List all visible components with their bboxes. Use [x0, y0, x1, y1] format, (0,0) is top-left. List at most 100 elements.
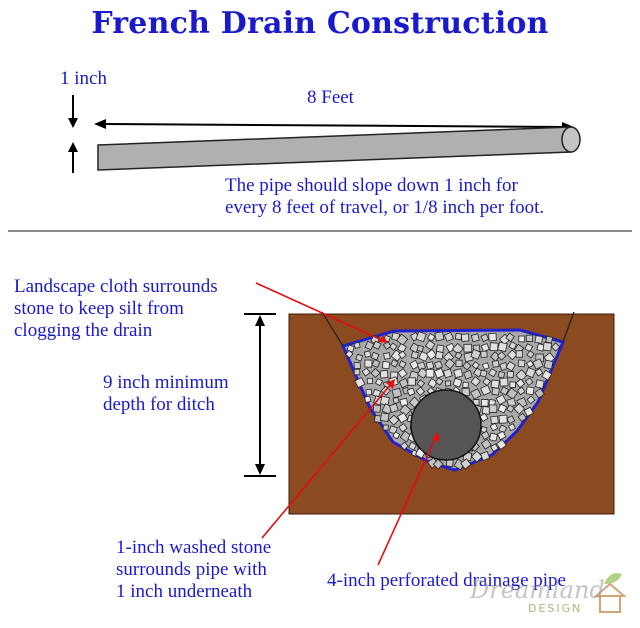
stone [490, 379, 500, 389]
stone [370, 367, 381, 379]
stone [383, 352, 391, 360]
stone [489, 342, 499, 352]
stone [508, 341, 518, 351]
stone [490, 443, 499, 453]
stone [551, 342, 561, 352]
stone [463, 343, 473, 353]
stone [515, 369, 528, 382]
stone [480, 333, 490, 343]
washed-label-line: 1 inch underneath [116, 581, 253, 602]
stone [541, 369, 553, 381]
stone [534, 335, 544, 344]
stone [470, 333, 480, 343]
stone [525, 386, 535, 396]
stone [498, 414, 508, 424]
watermark-sub: DESIGN [528, 602, 583, 615]
stone [491, 360, 500, 368]
slope-note: The pipe should slope down 1 inch for ev… [225, 175, 544, 219]
stone [505, 332, 515, 343]
stone [532, 358, 544, 370]
stone [397, 368, 408, 379]
stone [480, 398, 489, 407]
stone [495, 439, 507, 451]
stone [481, 362, 490, 370]
stone [517, 412, 527, 423]
eight-feet-label: 8 Feet [307, 87, 354, 108]
one-inch-arrows [68, 95, 78, 173]
stone [353, 341, 361, 349]
stone [507, 423, 516, 432]
stone [488, 332, 497, 342]
stone [542, 341, 553, 352]
stone [396, 333, 409, 346]
stone [408, 441, 417, 451]
stone [482, 377, 492, 387]
washed-label-line: 1-inch washed stone [116, 537, 272, 558]
stone [534, 388, 545, 399]
stone [524, 343, 534, 353]
stone [409, 359, 420, 370]
stone [471, 361, 480, 370]
stone [480, 384, 492, 396]
stone [400, 441, 409, 451]
stone [425, 348, 437, 361]
stone [479, 412, 489, 423]
stone [454, 351, 463, 360]
stone [470, 376, 481, 387]
stone [392, 396, 400, 404]
stone [499, 386, 510, 396]
stone [355, 353, 364, 362]
stone [371, 359, 381, 368]
stone [497, 403, 508, 414]
stone [496, 430, 507, 441]
stone [382, 424, 389, 431]
stone [505, 361, 516, 372]
stone [392, 431, 401, 440]
stone [490, 415, 499, 425]
slope-note-line: The pipe should slope down 1 inch for [225, 175, 518, 196]
stone [434, 377, 444, 386]
stone [517, 359, 526, 368]
stone [416, 379, 426, 388]
stone [452, 377, 463, 388]
stone [545, 335, 554, 344]
landscape-cloth-label: Landscape cloth surrounds stone to keep … [14, 276, 218, 342]
stone [407, 377, 416, 386]
stone [397, 350, 407, 360]
stone [388, 403, 399, 413]
stone [526, 350, 535, 359]
ditch-depth-label: 9 inch minimum depth for ditch [103, 372, 229, 416]
drainage-pipe-section [410, 389, 482, 461]
stone [416, 344, 425, 353]
stone [463, 369, 473, 380]
stone [415, 386, 426, 396]
stone [434, 350, 444, 360]
stone [480, 350, 488, 358]
stone [497, 370, 506, 379]
diagram-title: French Drain Construction [91, 6, 549, 41]
watermark: Dreamland DESIGN [458, 572, 630, 618]
stone [470, 388, 482, 400]
stone [366, 377, 374, 385]
stone [455, 359, 463, 367]
stone [364, 340, 375, 351]
stone [425, 361, 435, 370]
stone [363, 350, 372, 358]
stone [399, 397, 409, 407]
stone [388, 414, 400, 426]
stone [515, 378, 526, 389]
cloth-label-line: stone to keep silt from [14, 298, 184, 319]
stone [453, 368, 464, 379]
stone [365, 388, 373, 396]
stone [361, 367, 371, 377]
stone [410, 350, 420, 360]
stone [397, 343, 407, 353]
stone [470, 348, 482, 360]
stone [499, 377, 509, 387]
stone [364, 395, 372, 403]
stone [515, 350, 524, 358]
stone [488, 404, 498, 413]
stone [480, 451, 491, 462]
stone [415, 331, 427, 343]
